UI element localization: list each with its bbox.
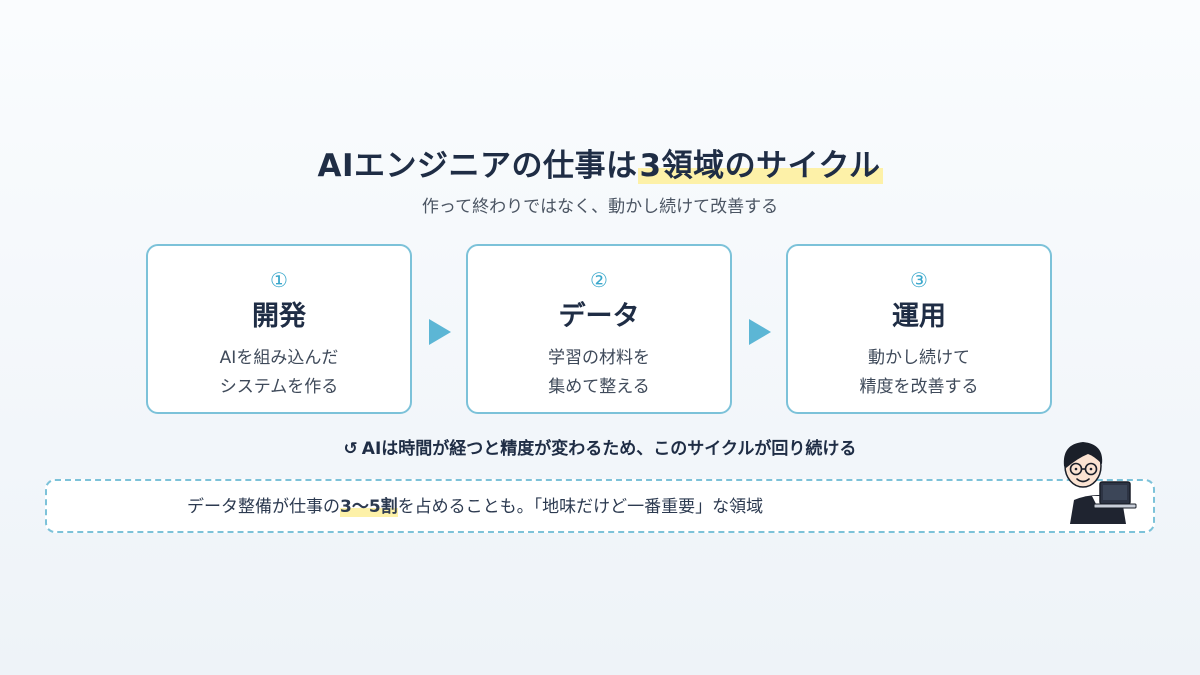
step-description-line: 集めて整える <box>548 377 650 397</box>
callout-text-before: データ整備が仕事の <box>187 497 340 517</box>
title-highlight: 3領域のサイクル <box>637 148 883 184</box>
step-card-development: ① 開発 AIを組み込んだ システムを作る <box>146 244 412 414</box>
engineer-avatar-icon <box>1063 442 1137 524</box>
callout-box: データ整備が仕事の3〜5割を占めることも。「地味だけど一番重要」な領域 <box>45 479 1155 533</box>
step-number: ③ <box>910 268 928 292</box>
step-description-line: 精度を改善する <box>859 377 979 397</box>
step-description: AIを組み込んだ システムを作る <box>148 344 410 402</box>
step-description-line: 学習の材料を <box>548 348 650 368</box>
step-card-data: ② データ 学習の材料を 集めて整える <box>466 244 732 414</box>
callout-highlight: 3〜5割 <box>340 497 398 517</box>
step-description-line: 動かし続けて <box>868 348 970 368</box>
cycle-note-text: AIは時間が経つと精度が変わるため、このサイクルが回り続ける <box>361 439 857 459</box>
page-title: AIエンジニアの仕事は3領域のサイクル <box>0 140 1200 185</box>
callout-text-after: を占めることも。「地味だけど一番重要」な領域 <box>397 497 764 517</box>
step-title: データ <box>558 301 640 332</box>
step-description-line: AIを組み込んだ <box>219 348 339 368</box>
cycle-note: ↺AIは時間が経つと精度が変わるため、このサイクルが回り続ける <box>0 434 1200 459</box>
step-title: 開発 <box>252 301 306 332</box>
step-number: ② <box>590 268 608 292</box>
step-card-operation: ③ 運用 動かし続けて 精度を改善する <box>786 244 1052 414</box>
cycle-arrow-icon: ↺ <box>343 439 358 459</box>
step-description: 学習の材料を 集めて整える <box>468 344 730 402</box>
callout-text: データ整備が仕事の3〜5割を占めることも。「地味だけど一番重要」な領域 <box>187 495 763 519</box>
title-prefix: AIエンジニアの仕事は <box>317 148 638 184</box>
step-title: 運用 <box>892 301 946 332</box>
arrow-right-icon <box>749 319 771 345</box>
step-number: ① <box>270 268 288 292</box>
step-description: 動かし続けて 精度を改善する <box>788 344 1050 402</box>
step-description-line: システムを作る <box>219 377 339 397</box>
arrow-right-icon <box>429 319 451 345</box>
page-subtitle: 作って終わりではなく、動かし続けて改善する <box>421 197 779 217</box>
